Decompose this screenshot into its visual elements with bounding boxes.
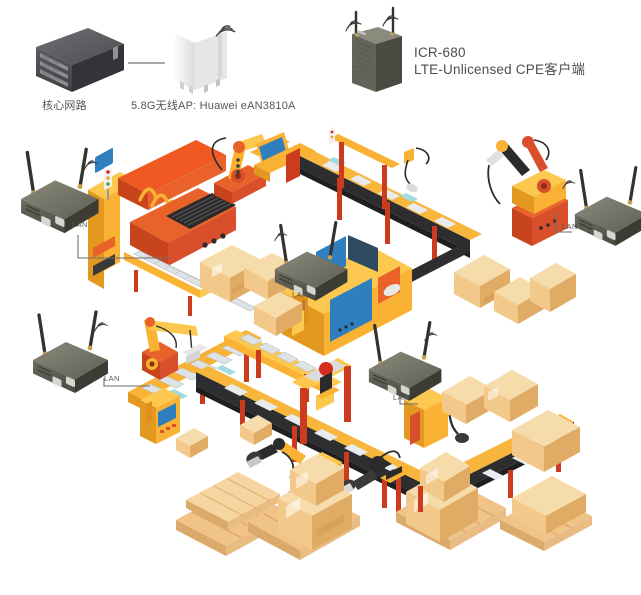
pallet-stack-right bbox=[396, 452, 506, 550]
factory-illustration bbox=[88, 127, 592, 560]
lan-link-top-left bbox=[77, 235, 170, 259]
cpe-node-mid-right[interactable] bbox=[367, 321, 443, 405]
boxes-and-pallets bbox=[176, 245, 592, 560]
lan-link-mid-right bbox=[399, 395, 418, 405]
legend-cpe-router-icon bbox=[345, 6, 402, 92]
conveyor-top-right bbox=[254, 127, 482, 320]
control-panel-left bbox=[140, 388, 180, 444]
cpe-node-center[interactable] bbox=[273, 221, 349, 310]
cpe-node-top-right[interactable] bbox=[555, 166, 641, 248]
lan-label-mid-left: LAN bbox=[104, 374, 120, 383]
lan-label-mid-right: LAN bbox=[393, 393, 409, 402]
wireless-ap-icon bbox=[175, 22, 237, 94]
legend-access-point-label: 5.8G无线AP: Huawei eAN3810A bbox=[131, 100, 296, 112]
gantry-crane-left bbox=[142, 317, 208, 380]
lan-label-top-left: LAN bbox=[72, 220, 88, 229]
lan-link-top-right bbox=[555, 212, 572, 233]
pallet-stack-left bbox=[176, 472, 288, 556]
cpe-node-top-left[interactable] bbox=[19, 147, 170, 259]
lan-label-top-right: LAN bbox=[562, 222, 578, 231]
pallet-stack-far-right bbox=[500, 476, 592, 551]
lan-label-center: LAN bbox=[292, 290, 308, 299]
conveyor-center-bottom bbox=[196, 366, 432, 512]
pallet-stack-center bbox=[248, 454, 360, 560]
legend-core-network-label: 核心网路 bbox=[42, 100, 87, 112]
cpe-node-mid-left[interactable] bbox=[31, 310, 150, 395]
gantry-press-center bbox=[292, 358, 352, 444]
legend-cpe-description: LTE-Unlicensed CPE客户端 bbox=[414, 62, 586, 77]
pick-arm-top bbox=[404, 147, 430, 193]
lan-link-mid-left bbox=[103, 378, 150, 387]
server-rack-icon bbox=[36, 28, 124, 92]
robot-arm-right bbox=[486, 136, 568, 246]
misc-stanchions bbox=[380, 465, 423, 512]
legend-cpe-model: ICR-680 bbox=[414, 45, 466, 60]
